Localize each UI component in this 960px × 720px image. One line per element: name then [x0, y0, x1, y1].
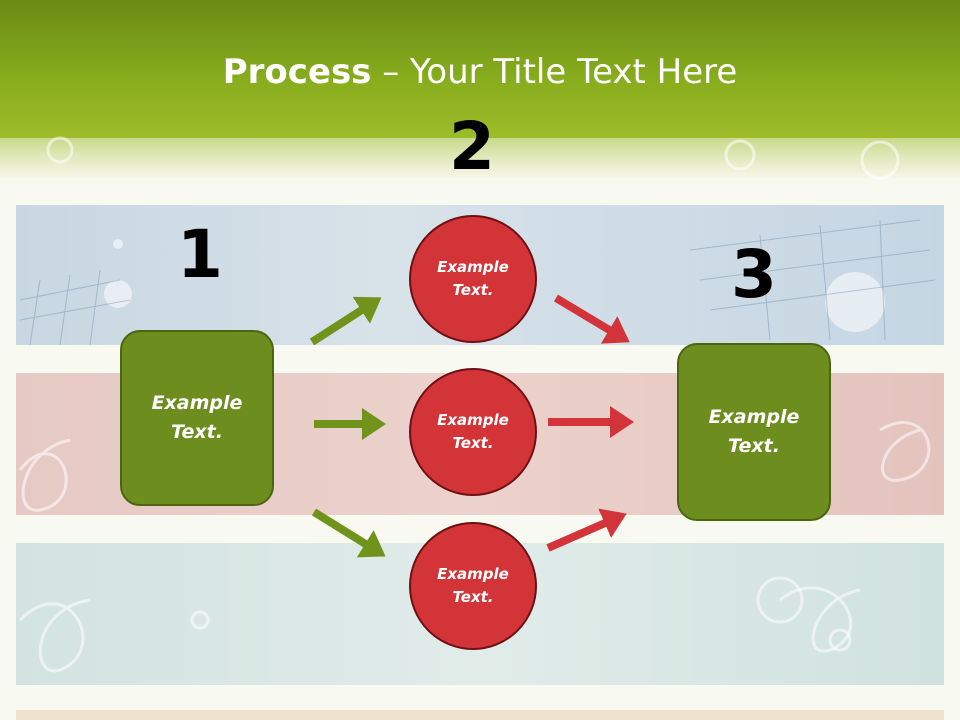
circle-middle-text: Example Text. — [437, 411, 509, 452]
title-rest: – Your Title Text Here — [371, 52, 738, 92]
title-bar: Process – Your Title Text Here — [0, 0, 960, 138]
arrow-green-down — [311, 508, 386, 558]
end-box-text: Example Text. — [708, 406, 800, 457]
step-number-3: 3 — [731, 236, 777, 313]
step-number-1: 1 — [177, 216, 223, 293]
decor-band-bottom — [16, 710, 944, 720]
circle-bottom: Example Text. — [409, 522, 537, 650]
title-bold: Process — [222, 52, 372, 92]
end-box: Example Text. — [677, 343, 831, 521]
circle-top-text: Example Text. — [437, 258, 509, 299]
start-box-text: Example Text. — [151, 392, 243, 443]
slide-title: Process – Your Title Text Here — [0, 52, 960, 92]
circle-top: Example Text. — [409, 215, 537, 343]
step-number-2: 2 — [449, 108, 495, 185]
arrow-red-down — [553, 294, 630, 344]
circle-middle: Example Text. — [409, 368, 537, 496]
circle-bottom-text: Example Text. — [437, 565, 509, 606]
arrow-green-up — [309, 296, 382, 346]
start-box: Example Text. — [120, 330, 274, 506]
decor-band-top — [0, 138, 960, 178]
arrow-red-up — [546, 508, 627, 552]
